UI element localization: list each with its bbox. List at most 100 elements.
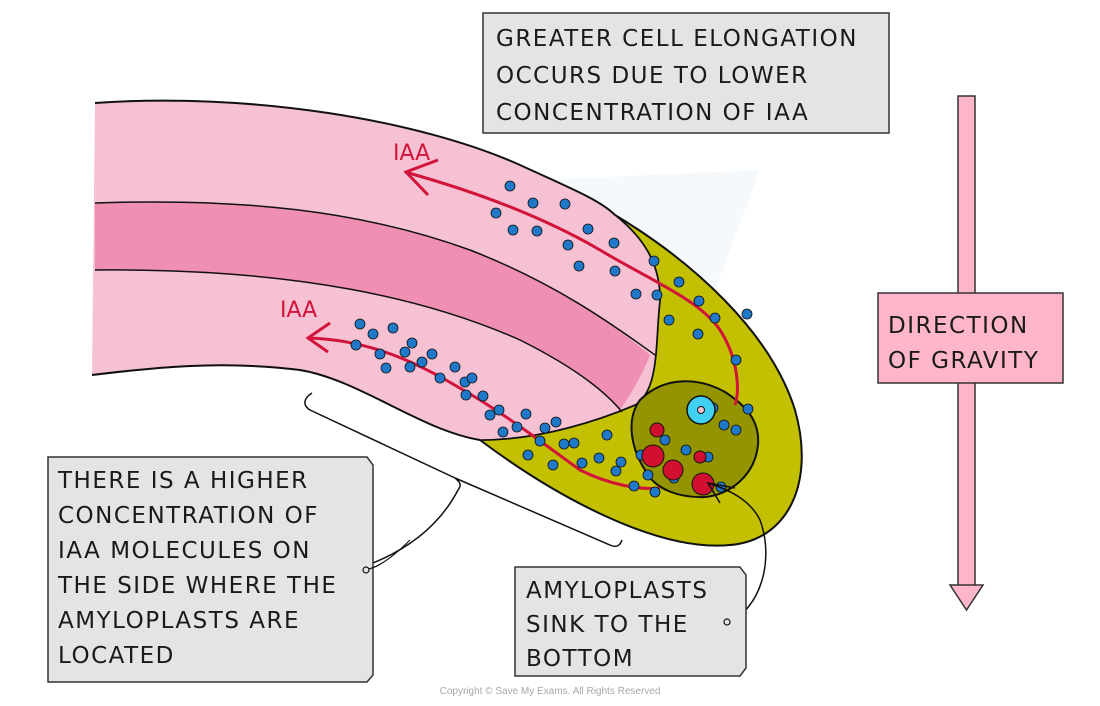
amyloplast-note-box: AMYLOPLASTS SINK TO THE BOTTOM [514,566,747,677]
iaa-molecule [534,435,546,447]
iaa-molecule [663,314,675,326]
iaa-molecule [522,449,534,461]
amyloplast-note-line-1: AMYLOPLASTS [526,578,708,604]
top-note-line-1: GREATER CELL ELONGATION [496,26,858,52]
iaa-molecule [374,348,386,360]
vascular-upper-edge [94,201,656,356]
root-bottom-edge [91,364,481,441]
left-note-line-3: IAA MOLECULES ON [58,538,311,564]
iaa-molecule [680,444,692,456]
iaa-molecule [527,197,539,209]
iaa-molecule [477,390,489,402]
iaa-molecule [562,239,574,251]
amyloplast [641,444,665,468]
iaa-molecule [568,437,580,449]
iaa-molecule [493,404,505,416]
iaa-molecule [593,452,605,464]
iaa-molecule [490,207,502,219]
amyloplast-note-line-2: SINK TO THE [526,612,689,638]
iaa-molecule [406,337,418,349]
iaa-molecule [609,265,621,277]
left-note-line-1: THERE IS A HIGHER [57,468,309,494]
left-note-line-2: CONCENTRATION OF [58,503,319,529]
gravity-label-line-2: OF GRAVITY [888,348,1039,374]
iaa-molecule [573,260,585,272]
iaa-molecule [466,372,478,384]
iaa-arrowhead-upper [403,158,439,197]
amyloplast-pointer-line [707,482,767,623]
iaa-molecule [615,456,627,468]
iaa-molecule [742,403,754,415]
iaa-molecule [709,312,721,324]
iaa-molecule [692,328,704,340]
iaa-molecule [484,409,496,421]
left-note-line-5: AMYLOPLASTS ARE [58,608,300,634]
iaa-molecule [449,361,461,373]
iaa-molecule [399,346,411,358]
iaa-molecule [648,255,660,267]
region-bracket [304,392,623,566]
iaa-molecule [659,434,671,446]
amyloplast [693,450,707,464]
iaa-molecule [547,459,559,471]
iaa-label-lower: IAA [280,298,317,323]
left-note-line-6: LOCATED [58,643,175,669]
iaa-molecule [367,328,379,340]
amyloplast [649,422,665,438]
top-note-line-2: OCCURS DUE TO LOWER [496,63,809,89]
iaa-molecule [511,421,523,433]
iaa-molecule [507,224,519,236]
iaa-molecule [628,480,640,492]
iaa-molecule [582,223,594,235]
amyloplast-note-line-3: BOTTOM [526,646,634,672]
iaa-molecule [404,361,416,373]
iaa-molecule [649,486,661,498]
iaa-molecule [550,416,562,428]
iaa-molecule [387,322,399,334]
amyloplast-pointer-head [706,481,736,504]
root-top-edge [94,99,616,216]
iaa-arrowhead-lower [305,321,331,354]
iaa-molecule [610,465,622,477]
iaa-molecule [460,389,472,401]
vascular-core [95,201,650,410]
nucleus [686,395,716,425]
iaa-molecule [539,422,551,434]
amyloplasts [641,422,715,496]
iaa-molecule [576,457,588,469]
iaa-molecule [730,424,742,436]
iaa-molecule [673,276,685,288]
iaa-molecule [651,289,663,301]
left-note-box: THERE IS A HIGHER CONCENTRATION OF IAA M… [47,456,411,683]
gravity-label-box: DIRECTION OF GRAVITY [877,292,1064,384]
iaa-molecule [559,198,571,210]
iaa-molecule [730,354,742,366]
vascular-lower-edge [94,269,623,413]
iaa-molecule [531,225,543,237]
iaa-molecule [380,362,392,374]
iaa-molecule [497,426,509,438]
iaa-molecule [558,438,570,450]
iaa-molecule [434,372,446,384]
gravity-label-line-1: DIRECTION [888,313,1029,339]
pink-tip-edge [479,214,661,441]
iaa-molecule [416,356,428,368]
iaa-label-upper: IAA [393,141,430,166]
iaa-molecule [693,295,705,307]
top-note-box: GREATER CELL ELONGATION OCCURS DUE TO LO… [482,12,890,134]
top-note-line-3: CONCENTRATION OF IAA [496,100,809,126]
amyloplast [662,459,684,481]
iaa-molecule [601,429,613,441]
iaa-molecule [718,419,730,431]
iaa-molecule [608,237,620,249]
iaa-molecule [504,180,516,192]
copyright-notice: Copyright © Save My Exams. All Rights Re… [439,686,661,697]
iaa-molecule [426,348,438,360]
iaa-molecule [520,408,532,420]
iaa-molecule [354,318,366,330]
left-note-line-4: THE SIDE WHERE THE [57,573,337,599]
iaa-molecule [630,288,642,300]
iaa-molecule [350,339,362,351]
iaa-molecule [741,308,753,320]
